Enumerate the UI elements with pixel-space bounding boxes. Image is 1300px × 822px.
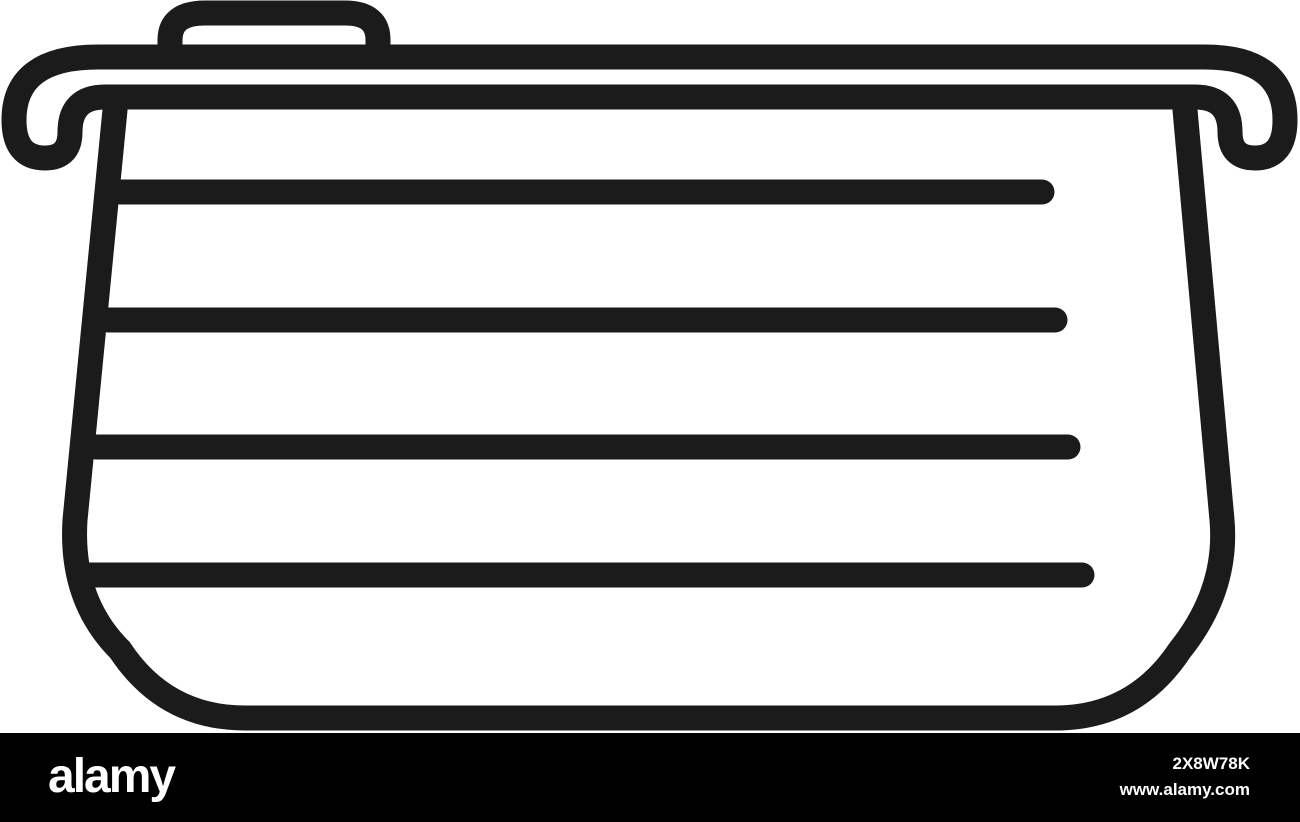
rim-outer: [1, 44, 1298, 171]
pot-outline-icon: [1, 0, 1298, 731]
image-id: 2X8W78K: [1172, 754, 1250, 773]
pot-illustration: [1, 0, 1298, 731]
lid-knob: [157, 0, 391, 69]
brand-logo: alamy: [48, 750, 176, 803]
watermark-bar: alamy 2X8W78K www.alamy.com: [0, 733, 1300, 822]
pot-body: [62, 97, 1236, 731]
site-url: www.alamy.com: [1119, 780, 1250, 799]
stock-info: 2X8W78K www.alamy.com: [1120, 751, 1250, 803]
